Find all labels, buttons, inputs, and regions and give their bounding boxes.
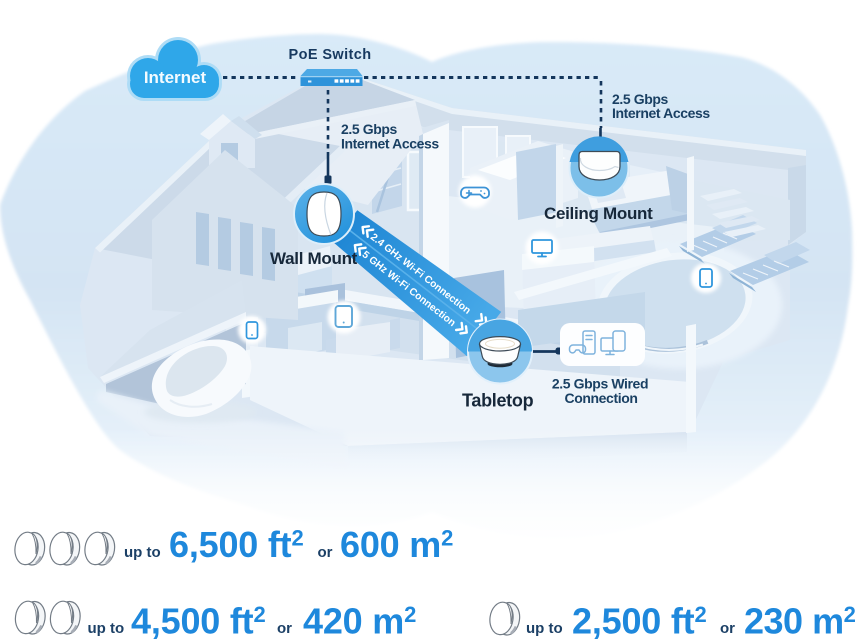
svg-text:Connection: Connection [565,390,638,406]
svg-text:230 m2: 230 m2 [744,601,856,640]
svg-text:PoE Switch: PoE Switch [289,47,372,63]
svg-text:up to: up to [88,620,125,637]
svg-text:600 m2: 600 m2 [340,524,453,565]
svg-text:2.5 Gbps: 2.5 Gbps [612,91,669,107]
svg-text:4,500 ft2: 4,500 ft2 [131,601,266,640]
svg-text:420 m2: 420 m2 [303,601,416,640]
svg-text:up to: up to [124,544,161,561]
svg-text:Internet Access: Internet Access [341,136,439,152]
svg-text:or: or [318,544,333,561]
svg-text:Ceiling Mount: Ceiling Mount [544,204,653,223]
svg-text:Tabletop: Tabletop [462,391,534,411]
svg-text:6,500 ft2: 6,500 ft2 [169,524,304,565]
svg-text:Internet: Internet [144,68,207,87]
svg-text:Internet Access: Internet Access [612,105,710,121]
svg-text:up to: up to [526,620,563,637]
svg-text:2,500 ft2: 2,500 ft2 [572,601,707,640]
svg-text:2.5 Gbps Wired: 2.5 Gbps Wired [552,376,648,392]
svg-text:or: or [277,620,292,637]
svg-text:Wall Mount: Wall Mount [270,249,358,268]
svg-text:2.5 Gbps: 2.5 Gbps [341,121,398,137]
svg-text:or: or [720,620,735,637]
